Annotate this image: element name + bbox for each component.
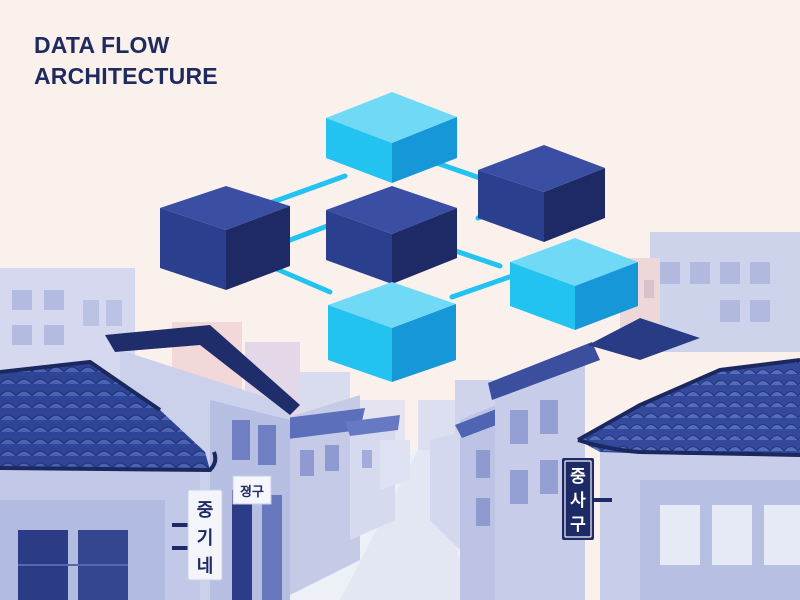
left-hanok — [0, 359, 218, 600]
connector-line-icon — [287, 222, 333, 243]
left-small-sign-text: 졍구 — [240, 484, 264, 500]
right-sign-char-1: 중 — [570, 467, 586, 487]
cube-node-icon — [478, 145, 605, 242]
title-line-1: DATA FLOW — [34, 32, 170, 58]
left-vertical-sign: 중 기 네 — [172, 489, 223, 581]
left-sign-char-1: 중 — [197, 500, 214, 521]
right-vertical-sign: 중 사 구 — [562, 458, 612, 540]
right-hanok — [577, 318, 800, 600]
cube-node-icon — [510, 238, 638, 330]
cube-node-icon — [160, 186, 290, 290]
title-line-2: ARCHITECTURE — [34, 63, 218, 89]
connector-line-icon — [267, 173, 348, 206]
left-small-sign: 졍구 — [232, 475, 272, 505]
cube-node-icon — [326, 92, 457, 183]
cube-node-icon — [328, 282, 456, 382]
cube-node-icon — [326, 186, 457, 284]
left-street-buildings — [270, 395, 410, 600]
page-title: DATA FLOW ARCHITECTURE — [34, 30, 218, 92]
left-sign-char-3: 네 — [197, 556, 214, 577]
cube-network — [160, 92, 638, 382]
right-sign-char-3: 구 — [570, 515, 586, 535]
connector-line-icon — [449, 272, 518, 300]
right-sign-char-2: 사 — [570, 491, 586, 511]
left-sign-char-2: 기 — [197, 528, 214, 549]
